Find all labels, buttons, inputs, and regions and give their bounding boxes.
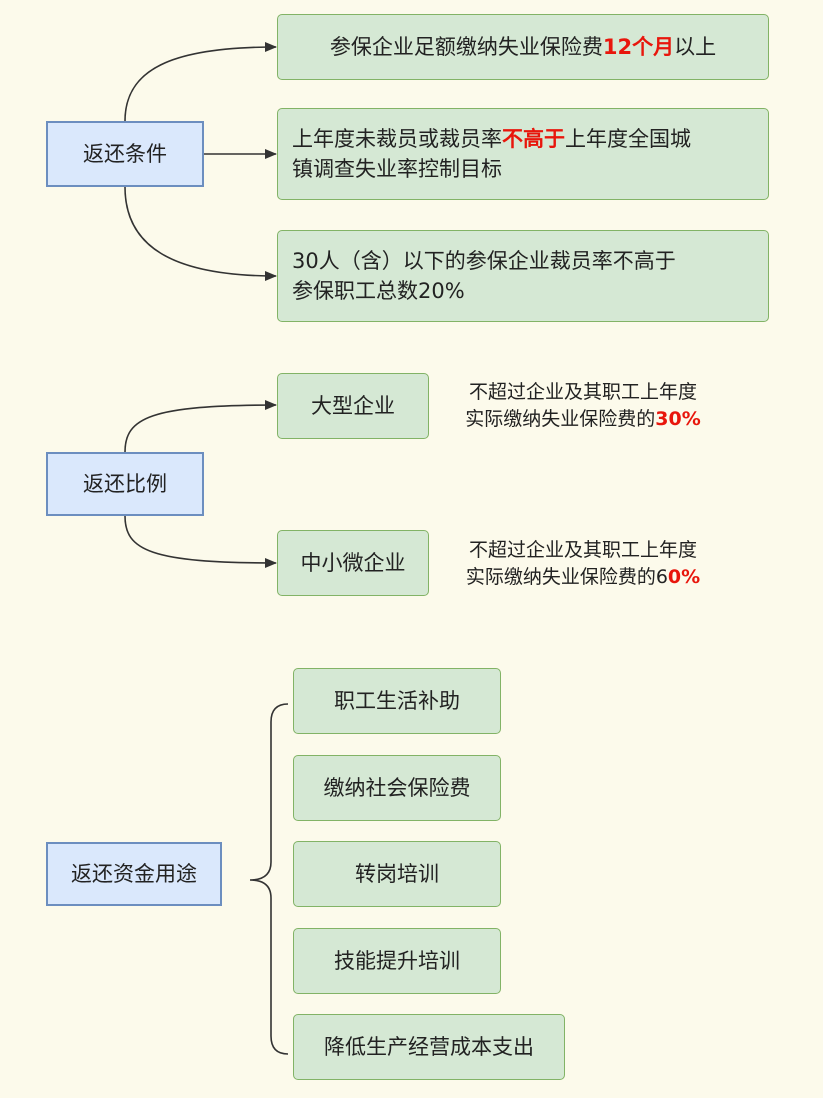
condition-small-enterprise: 30人（含）以下的参保企业裁员率不高于 参保职工总数20%	[277, 230, 769, 322]
node-conditions-label: 返还条件	[83, 142, 167, 166]
usage-item-label: 转岗培训	[355, 862, 439, 886]
usage-item-label: 技能提升培训	[334, 949, 460, 973]
condition-1-suffix: 以上	[674, 35, 717, 59]
condition-contribution-months: 参保企业足额缴纳失业保险费12个月以上	[277, 14, 769, 80]
node-ratio-label: 返还比例	[83, 472, 167, 496]
usage-item-label: 降低生产经营成本支出	[324, 1035, 534, 1059]
node-usage: 返还资金用途	[46, 842, 222, 906]
condition-2-line1-pre: 上年度未裁员或裁员率	[292, 127, 502, 151]
usage-item-label: 缴纳社会保险费	[323, 776, 471, 800]
usage-item: 职工生活补助	[293, 668, 501, 734]
ratio-large-description: 不超过企业及其职工上年度 实际缴纳失业保险费的30%	[433, 379, 733, 433]
ratio-small-label: 中小微企业	[300, 551, 406, 575]
condition-2-line1-post: 上年度全国城	[565, 127, 691, 151]
condition-1-text: 参保企业足额缴纳失业保险费	[329, 35, 603, 59]
connector-conditions-1	[124, 42, 277, 122]
condition-1-highlight: 12个月	[602, 35, 675, 59]
connector-conditions-3	[124, 186, 277, 281]
usage-item: 转岗培训	[293, 841, 501, 907]
ratio-large-enterprise: 大型企业	[277, 373, 429, 439]
ratio-large-line1: 不超过企业及其职工上年度	[468, 381, 697, 403]
ratio-small-percent: 0%	[667, 566, 701, 588]
node-conditions: 返还条件	[46, 121, 204, 187]
condition-layoff-rate: 上年度未裁员或裁员率不高于上年度全国城 镇调查失业率控制目标	[277, 108, 769, 200]
ratio-large-label: 大型企业	[311, 394, 395, 418]
ratio-small-line2: 实际缴纳失业保险费的6	[465, 566, 668, 588]
condition-2-line2: 镇调查失业率控制目标	[292, 157, 502, 181]
ratio-small-line1: 不超过企业及其职工上年度	[468, 539, 697, 561]
ratio-large-line2: 实际缴纳失业保险费的	[465, 408, 656, 430]
usage-item: 降低生产经营成本支出	[293, 1014, 565, 1080]
node-usage-label: 返还资金用途	[71, 862, 197, 886]
ratio-large-percent: 30%	[655, 408, 701, 430]
usage-brace	[249, 703, 289, 1055]
condition-2-highlight: 不高于	[502, 127, 565, 151]
ratio-small-enterprise: 中小微企业	[277, 530, 429, 596]
usage-item: 技能提升培训	[293, 928, 501, 994]
ratio-small-description: 不超过企业及其职工上年度 实际缴纳失业保险费的60%	[433, 537, 733, 591]
condition-3-line1: 30人（含）以下的参保企业裁员率不高于	[292, 249, 676, 273]
connector-ratio-large	[124, 400, 277, 453]
usage-item: 缴纳社会保险费	[293, 755, 501, 821]
usage-item-label: 职工生活补助	[334, 689, 460, 713]
condition-3-line2: 参保职工总数20%	[292, 279, 465, 303]
connector-ratio-small	[124, 515, 277, 568]
node-ratio: 返还比例	[46, 452, 204, 516]
